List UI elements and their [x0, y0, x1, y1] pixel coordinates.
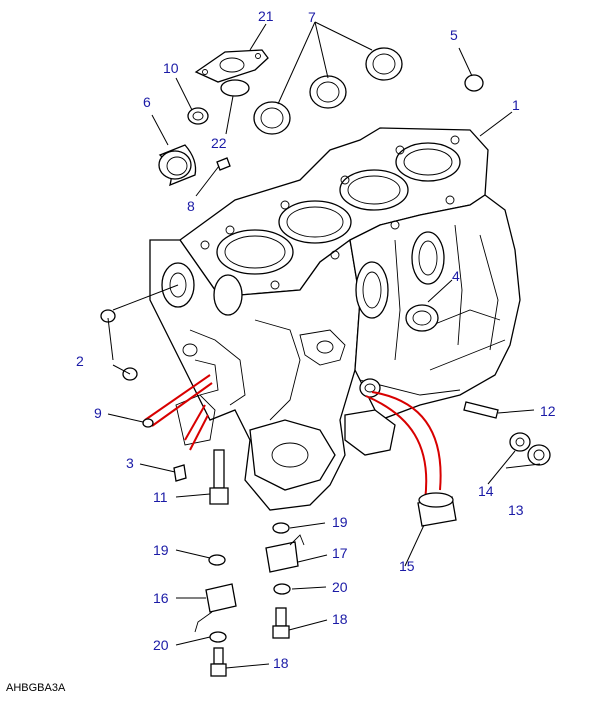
callout-8: 8 — [187, 198, 195, 214]
callout-14: 14 — [478, 483, 494, 499]
dowel-highlight-lines — [144, 374, 442, 501]
callout-11: 11 — [153, 489, 168, 505]
core-plugs-2 — [100, 309, 138, 381]
callout-labels: 1 2 3 4 5 6 7 8 9 10 11 12 13 14 15 16 1… — [76, 8, 556, 671]
callout-7: 7 — [308, 9, 316, 25]
callout-21: 21 — [258, 8, 274, 24]
bracket-part-17 — [265, 534, 305, 573]
cylinder-block — [149, 127, 521, 511]
callout-9: 9 — [94, 405, 102, 421]
callout-18-upper: 18 — [332, 611, 348, 627]
callout-18-lower: 18 — [273, 655, 289, 671]
callout-19-upper: 19 — [332, 514, 348, 530]
figure-code: AHBGBA3A — [6, 682, 66, 694]
callout-5: 5 — [450, 27, 458, 43]
callout-13: 13 — [508, 502, 524, 518]
callout-4: 4 — [452, 268, 460, 284]
plug-part-15 — [417, 492, 457, 527]
bolt-18-lower — [210, 647, 227, 677]
flange-gasket-part — [194, 49, 269, 83]
callout-15: 15 — [399, 558, 415, 574]
callout-16: 16 — [153, 590, 169, 606]
camshaft-bearings-7 — [253, 47, 403, 135]
callout-3: 3 — [126, 455, 134, 471]
callout-1: 1 — [512, 97, 520, 113]
leader-lines — [107, 21, 541, 669]
dowel-part-9 — [142, 418, 154, 428]
callout-6: 6 — [143, 94, 151, 110]
callout-2: 2 — [76, 353, 84, 369]
plug-part-5 — [464, 74, 484, 92]
dowel-part-8 — [216, 157, 231, 171]
bolt-18-upper — [272, 607, 290, 639]
washer-20-upper — [273, 583, 291, 595]
callout-20-upper: 20 — [332, 579, 348, 595]
callout-12: 12 — [540, 403, 556, 419]
dowel-part-3 — [173, 464, 187, 482]
bearing-shell-6 — [158, 144, 197, 187]
bracket-part-16 — [194, 583, 237, 633]
stud-part-12 — [463, 401, 499, 419]
callout-17: 17 — [332, 545, 348, 561]
callout-20-lower: 20 — [153, 637, 169, 653]
o-ring-part — [220, 79, 250, 97]
drain-plug-13 — [527, 444, 551, 466]
washer-20-lower — [209, 631, 227, 643]
bolt-part-11 — [209, 449, 229, 505]
callout-22: 22 — [211, 135, 227, 151]
callout-19-lower: 19 — [153, 542, 169, 558]
washer-19-upper — [272, 522, 290, 534]
seal-part — [187, 107, 209, 125]
bushing-part-4 — [405, 304, 439, 332]
callout-10: 10 — [163, 60, 179, 76]
washer-19-lower — [208, 554, 226, 566]
washer-part-14 — [509, 432, 531, 452]
